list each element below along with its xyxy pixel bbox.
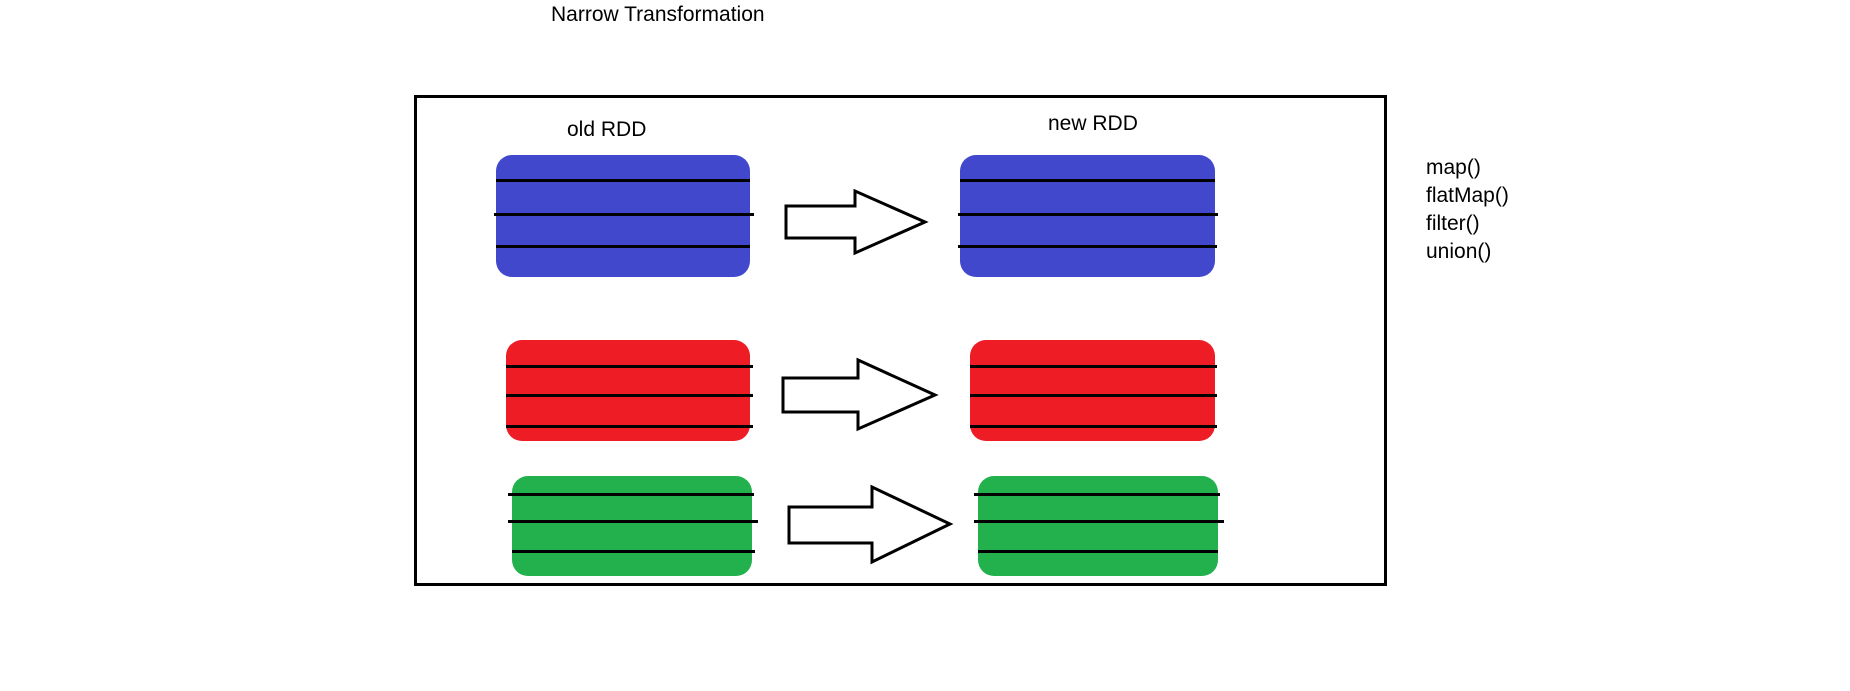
- partition-stripe: [970, 365, 1217, 368]
- partition-stripe: [496, 179, 750, 182]
- partition-stripe: [508, 493, 754, 496]
- partition-stripe: [494, 213, 754, 216]
- new-rdd-partition-green: [978, 476, 1218, 576]
- partition-stripe: [978, 550, 1218, 553]
- operation-item: filter(): [1426, 212, 1480, 235]
- new-rdd-partition-blue: [960, 155, 1215, 277]
- operation-item: map(): [1426, 156, 1481, 179]
- partition-stripe: [958, 245, 1217, 248]
- old-rdd-label: old RDD: [567, 118, 647, 141]
- arrow-right-outline-icon: [787, 484, 954, 565]
- partition-stripe: [512, 550, 755, 553]
- partition-stripe: [508, 520, 758, 523]
- operation-item: union(): [1426, 240, 1492, 263]
- diagram-frame: [414, 95, 1387, 586]
- partition-stripe: [506, 425, 753, 428]
- partition-stripe: [496, 245, 750, 248]
- partition-stripe: [974, 520, 1224, 523]
- partition-stripe: [958, 213, 1218, 216]
- diagram-title: Narrow Transformation: [551, 3, 765, 26]
- arrow-right-outline-icon: [781, 357, 939, 432]
- operations-list: map() flatMap() filter() union(): [1426, 154, 1509, 266]
- old-rdd-partition-green: [512, 476, 752, 576]
- old-rdd-partition-blue: [496, 155, 750, 277]
- partition-stripe: [970, 394, 1217, 397]
- partition-stripe: [506, 394, 753, 397]
- arrow-right-outline-icon: [784, 188, 929, 256]
- old-rdd-partition-red: [506, 340, 750, 441]
- partition-stripe: [970, 425, 1217, 428]
- partition-stripe: [974, 493, 1220, 496]
- partition-stripe: [506, 365, 753, 368]
- operation-item: flatMap(): [1426, 184, 1509, 207]
- new-rdd-label: new RDD: [1048, 112, 1138, 135]
- partition-stripe: [960, 179, 1215, 182]
- new-rdd-partition-red: [970, 340, 1215, 441]
